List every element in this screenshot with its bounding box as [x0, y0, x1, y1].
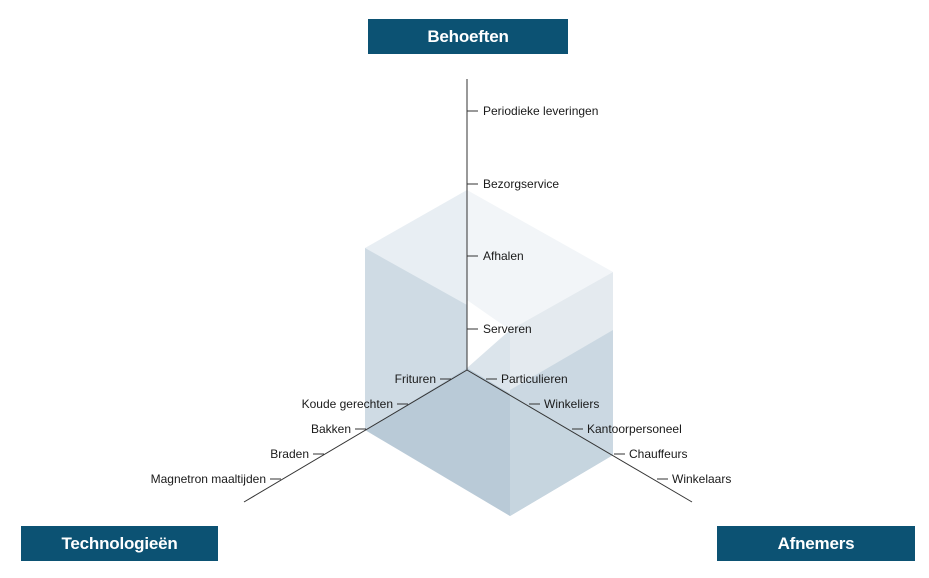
label-magnetron-maaltijden: Magnetron maaltijden — [151, 472, 266, 486]
axis-title-afnemers: Afnemers — [717, 526, 915, 561]
ticks-top: Periodieke leveringenBezorgserviceAfhale… — [467, 104, 598, 336]
ticks-right: ParticulierenWinkeliersKantoorpersoneelC… — [486, 372, 731, 486]
axis-line-right — [466, 369, 693, 503]
axis-line-left — [243, 369, 468, 503]
axis-title-behoeften: Behoeften — [368, 19, 568, 54]
label-bezorgservice: Bezorgservice — [483, 177, 559, 191]
label-bakken: Bakken — [311, 422, 351, 436]
label-periodieke-leveringen: Periodieke leveringen — [483, 104, 598, 118]
label-afhalen: Afhalen — [483, 249, 524, 263]
axis-title-technologieen: Technologieën — [21, 526, 218, 561]
label-kantoorpersoneel: Kantoorpersoneel — [587, 422, 682, 436]
cube-face-bottom-right — [510, 330, 613, 516]
cube-face-left — [365, 248, 467, 430]
label-winkeliers: Winkeliers — [544, 397, 599, 411]
label-koude-gerechten: Koude gerechten — [302, 397, 393, 411]
label-chauffeurs: Chauffeurs — [629, 447, 687, 461]
cube-face-back-right — [467, 190, 613, 330]
label-braden: Braden — [270, 447, 309, 461]
label-winkelaars: Winkelaars — [672, 472, 731, 486]
label-particulieren: Particulieren — [501, 372, 568, 386]
label-serveren: Serveren — [483, 322, 532, 336]
label-frituren: Frituren — [395, 372, 436, 386]
